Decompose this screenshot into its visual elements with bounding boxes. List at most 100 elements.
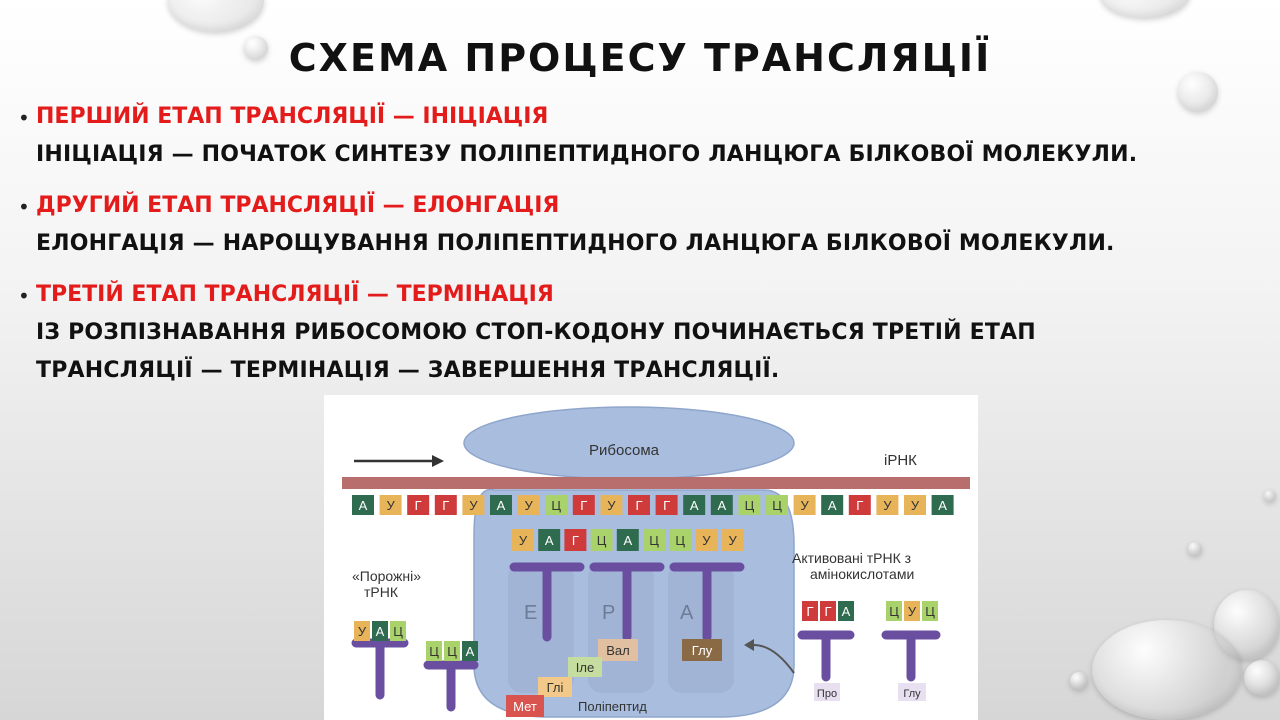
nucleotide-block — [590, 529, 613, 551]
nucleotide-block — [490, 495, 512, 515]
site-p-label: Р — [602, 602, 615, 624]
direction-arrow-head — [432, 455, 444, 467]
svg-text:Мет: Мет — [513, 699, 537, 714]
nucleotide-block — [426, 641, 442, 661]
ribosome-label: Рибосома — [589, 442, 660, 459]
nucleotide-letter: У — [519, 533, 528, 548]
stage-description: ТРАНСЛЯЦІЇ — ТЕРМІНАЦІЯ — ЗАВЕРШЕННЯ ТРА… — [36, 358, 780, 383]
site-e-label: Е — [524, 602, 537, 624]
polypeptide-label: Поліпептид — [578, 699, 647, 714]
water-drop — [168, 0, 264, 32]
stage-description: ЕЛОНГАЦІЯ — НАРОЩУВАННЯ ПОЛІПЕПТИДНОГО Л… — [36, 231, 1115, 256]
water-drop — [1070, 672, 1088, 690]
page-title: СХЕМА ПРОЦЕСУ ТРАНСЛЯЦІЇ — [288, 36, 992, 80]
water-drop — [1244, 660, 1280, 696]
incoming-arrow — [753, 644, 795, 674]
nucleotide-letter: Ц — [925, 604, 935, 619]
nucleotide-letter: Г — [635, 498, 642, 513]
site-e — [508, 563, 574, 693]
nucleotide-letter: У — [883, 498, 892, 513]
nucleotide-letter: Г — [663, 498, 670, 513]
nucleotide-block — [564, 529, 587, 551]
nucleotide-letter: Ц — [429, 644, 439, 659]
water-drop — [1092, 620, 1242, 720]
nucleotide-block — [886, 601, 902, 621]
nucleotide-block — [354, 621, 370, 641]
nucleotide-letter: А — [376, 624, 385, 639]
mrna-strand — [342, 477, 970, 489]
nucleotide-block — [904, 495, 926, 515]
nucleotide-block — [628, 495, 650, 515]
site-a — [668, 563, 734, 693]
nucleotide-block — [379, 495, 402, 515]
stage-heading: ДРУГИЙ ЕТАП ТРАНСЛЯЦІЇ — ЕЛОНГАЦІЯ — [36, 193, 560, 218]
nucleotide-letter: А — [828, 498, 837, 513]
water-drop — [1264, 490, 1276, 502]
water-drop — [1100, 0, 1190, 18]
nucleotide-letter: Г — [856, 498, 863, 513]
nucleotide-letter: Г — [572, 533, 579, 548]
nucleotide-block — [838, 601, 854, 621]
nucleotide-letter: У — [702, 533, 711, 548]
nucleotide-block — [572, 495, 595, 515]
nucleotide-letter: А — [466, 644, 475, 659]
nucleotide-letter: У — [800, 498, 809, 513]
nucleotide-letter: Ц — [889, 604, 899, 619]
nucleotide-block — [695, 529, 718, 551]
nucleotide-block — [434, 495, 457, 515]
nucleotide-letter: А — [359, 498, 368, 513]
active-trna-label: Активовані тРНК з амінокислотами — [792, 550, 915, 582]
nucleotide-block — [721, 529, 744, 551]
nucleotide-letter: У — [908, 604, 917, 619]
nucleotide-block — [655, 495, 678, 515]
nucleotide-block — [390, 621, 406, 641]
stage-description: ІЗ РОЗПІЗНАВАННЯ РИБОСОМОЮ СТОП-КОДОНУ П… — [36, 320, 1036, 345]
nucleotide-letter: У — [469, 498, 478, 513]
nucleotide-block — [876, 495, 899, 515]
nucleotide-block — [904, 601, 920, 621]
water-drop — [1188, 542, 1202, 556]
nucleotide-letter: Ц — [597, 533, 607, 548]
nucleotide-block — [462, 641, 478, 661]
nucleotide-letter: Г — [806, 604, 813, 619]
nucleotide-letter: У — [911, 498, 920, 513]
nucleotide-letter: У — [386, 498, 395, 513]
nucleotide-letter: Г — [824, 604, 831, 619]
trna-shapes — [351, 562, 941, 712]
svg-text:Про: Про — [817, 688, 837, 700]
nucleotide-letter: А — [623, 533, 632, 548]
nucleotide-block — [462, 495, 485, 515]
amino-acids: Вал Глу Іле Глі Мет Про Глу — [506, 639, 926, 717]
nucleotide-letter: А — [938, 498, 947, 513]
nucleotide-block — [683, 495, 706, 515]
nucleotide-letter: Ц — [393, 624, 403, 639]
nucleotide-letter: Ц — [447, 644, 457, 659]
bullet: • — [18, 195, 30, 219]
svg-text:Глі: Глі — [547, 680, 564, 695]
nucleotide-block — [931, 495, 954, 515]
nucleotide-block — [922, 601, 938, 621]
nucleotide-block — [538, 529, 561, 551]
nucleotide-letter: Ц — [551, 498, 561, 513]
svg-text:Вал: Вал — [606, 643, 630, 658]
nucleotide-letter: Ц — [772, 498, 782, 513]
svg-text:Глу: Глу — [903, 688, 921, 700]
nucleotide-letter: А — [545, 533, 554, 548]
bullet: • — [18, 284, 30, 308]
nucleotide-letter: А — [690, 498, 699, 513]
nucleotide-block — [545, 495, 568, 515]
nucleotide-block — [407, 495, 430, 515]
nucleotide-block — [848, 495, 871, 515]
nucleotide-block — [766, 495, 788, 515]
nucleotide-block — [738, 495, 761, 515]
nucleotide-block — [600, 495, 623, 515]
nucleotide-letter: А — [497, 498, 506, 513]
nucleotide-letter: А — [717, 498, 726, 513]
nucleotide-block — [643, 529, 665, 551]
water-drop — [244, 36, 268, 60]
nucleotide-block — [616, 529, 639, 551]
